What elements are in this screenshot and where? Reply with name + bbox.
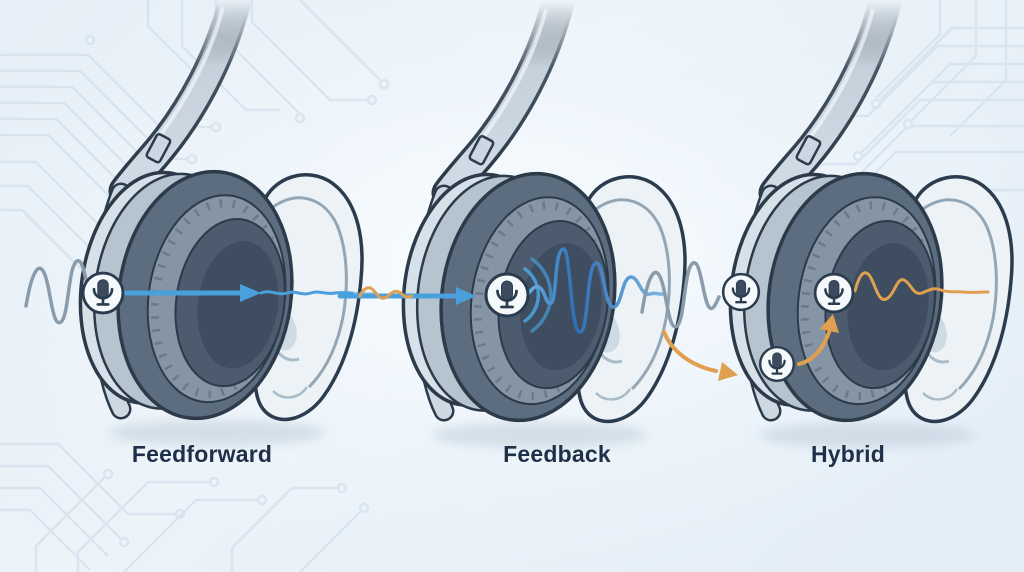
curved-arrow-down-icon xyxy=(662,330,738,381)
panel-label-feedforward: Feedforward xyxy=(131,441,273,467)
panel-feedback xyxy=(337,2,685,448)
curved-arrow-up-icon xyxy=(797,314,839,366)
sound-arcs-icon xyxy=(523,257,553,333)
circuit-pattern-bottom-left xyxy=(0,442,370,572)
feedback-internal-mic-icon xyxy=(484,272,530,318)
error-signal-wave-icon xyxy=(526,247,666,334)
panel-feedforward xyxy=(24,0,374,446)
headphone-ear-illustration xyxy=(388,2,685,448)
residual-wave-icon xyxy=(853,271,990,301)
panel-hybrid xyxy=(640,2,1012,448)
reduced-noise-wave-icon xyxy=(259,290,354,296)
headphone-ear-illustration xyxy=(715,2,1012,448)
headphone-ear-illustration xyxy=(65,0,362,446)
hybrid-external-mic-icon xyxy=(721,272,761,312)
hybrid-lower-mic-icon xyxy=(759,346,795,382)
incoming-noise-wave-icon xyxy=(640,261,721,329)
panel-label-feedback: Feedback xyxy=(503,441,611,467)
anc-signal-arrow-icon xyxy=(123,284,261,302)
feedforward-external-mic-icon xyxy=(81,271,125,315)
hybrid-internal-mic-icon xyxy=(813,272,855,314)
panel-label-hybrid: Hybrid xyxy=(810,441,886,467)
residual-noise-wave-icon xyxy=(358,286,414,300)
